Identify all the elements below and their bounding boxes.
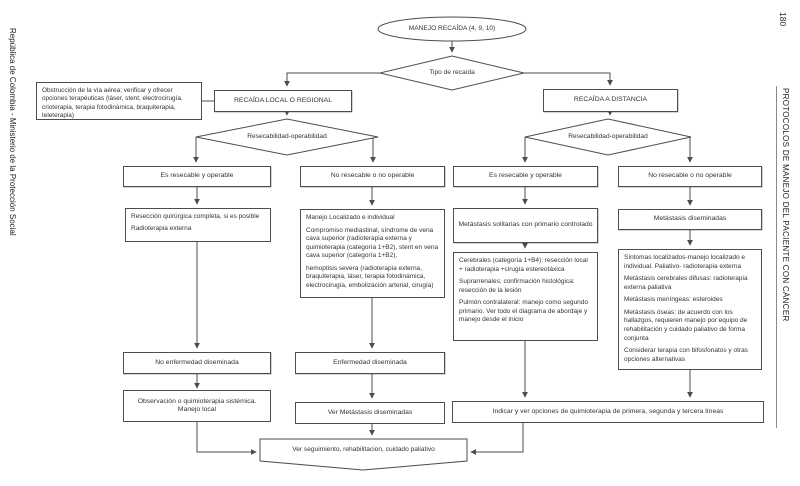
seguimiento-banner-shape	[259, 438, 468, 471]
reseccion-box: Resección quirúrgica completa, si es pos…	[125, 208, 271, 242]
resecabilidad-local-decision-label: Resecabilidad-operabilidad	[247, 133, 327, 141]
obstruccion-note-box: Obstrucción de la vía aérea; verificar y…	[36, 82, 202, 120]
tipo-recaida-decision-label: Tipo de recaída	[429, 69, 475, 77]
recaida-distancia-box: RECAÍDA A DISTANCIA	[543, 89, 678, 112]
note-text: Obstrucción de la vía aérea; verificar y…	[42, 87, 183, 120]
distancia-no-operable-box: No resecable o no operable	[618, 166, 762, 187]
right-margin-rule	[776, 86, 777, 428]
observacion-line2: Manejo local	[177, 406, 217, 413]
start-node-label: MANEJO RECAÍDA (4, 9, 10)	[408, 25, 496, 33]
resecabilidad-distancia-decision-label: Resecabilidad-operabilidad	[568, 133, 648, 141]
left-margin-text: República de Colombia - Ministerio de la…	[8, 28, 17, 236]
paragraph: Metástasis óseas: de acuerdo con los hal…	[624, 308, 748, 342]
paragraph: Considerar terapia con bifosfonatos y ot…	[624, 347, 748, 363]
paragraph: Pulmón contralateral: manejo como segund…	[459, 299, 588, 324]
resecabilidad-local-diamond-shape	[195, 118, 379, 156]
observacion-line1: Observación o quimioterapia sistémica.	[137, 397, 257, 405]
paragraph: Síntomas localizados-manejo localizado e…	[624, 254, 746, 270]
reseccion-line2: Radioterapia externa	[131, 224, 192, 232]
metastasis-solitarias-detalle-box: Cerebrales (categoría 1+B4): resección l…	[453, 252, 598, 341]
observacion-box: Observación o quimioterapia sistémica. M…	[123, 390, 271, 422]
no-enfermedad-diseminada-box: No enfermedad diseminada	[123, 352, 271, 374]
tipo-diamond-shape	[379, 55, 525, 91]
local-no-operable-box: No resecable o no operable	[300, 166, 445, 187]
metastasis-diseminadas-box: Metástasis diseminadas	[618, 209, 762, 230]
metastasis-diseminadas-detalle-box: Síntomas localizados-manejo localizado e…	[618, 249, 762, 370]
paragraph: Metástasis cerebrales difusas: radiotera…	[624, 275, 748, 291]
page-number: 180	[778, 12, 788, 27]
quimioterapia-lineas-box: Indicar y ver opciones de quimioterapia …	[452, 401, 764, 423]
recaida-local-box: RECAÍDA LOCAL O REGIONAL	[214, 90, 352, 112]
reseccion-line1: Resección quirúrgica completa, si es pos…	[131, 213, 260, 220]
resecabilidad-distancia-diamond-shape	[524, 118, 692, 156]
local-operable-box: Es resecable y operable	[123, 166, 271, 187]
paragraph: hemoptisis severa (radioterapia externa,…	[306, 264, 434, 290]
paragraph: Metástasis meníngeas: esteroides	[624, 296, 723, 304]
metastasis-solitarias-box: Metástasis solitarias con primario contr…	[453, 208, 598, 243]
paragraph: Cerebrales (categoría 1+B4): resección l…	[459, 257, 588, 273]
paragraph: Compromiso mediastinal, síndrome de vena…	[306, 226, 439, 260]
distancia-operable-box: Es resecable y operable	[453, 166, 598, 187]
enfermedad-diseminada-box: Enfermedad diseminada	[295, 352, 445, 374]
ver-metastasis-box: Ver Metástasis diseminadas	[295, 402, 445, 424]
paragraph: Manejo Localizado e individual	[306, 214, 395, 221]
paragraph: Suprarrenales; confirmación histológica:…	[459, 278, 575, 294]
start-ellipse-shape	[377, 16, 527, 42]
right-margin-text: PROTOCOLOS DE MANEJO DEL PACIENTE CON CÁ…	[781, 88, 790, 322]
seguimiento-terminal-label: Ver seguimiento, rehabilitacion, cuidado…	[292, 446, 435, 454]
manejo-localizado-box: Manejo Localizado e individual Compromis…	[300, 209, 445, 298]
